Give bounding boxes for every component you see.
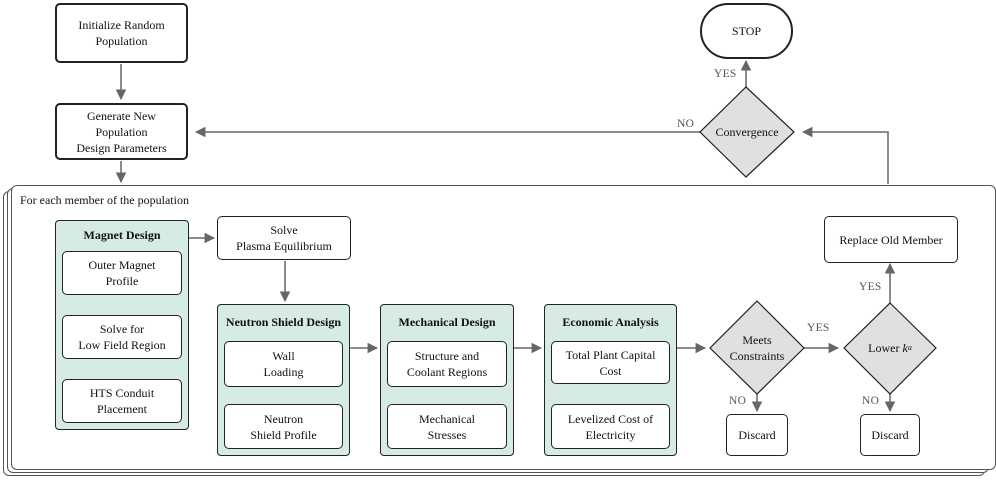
meets-constraints-diamond (709, 300, 805, 395)
neutron-shield-profile-box: Neutron Shield Profile (224, 404, 343, 449)
stop-terminal: STOP (700, 3, 793, 59)
convergence-diamond (699, 86, 795, 178)
convergence-label: Convergence (715, 125, 779, 139)
meets-constraints-label: Meets Constraints (729, 333, 785, 363)
lower-ka-diamond (843, 302, 937, 395)
lower-yes-label: YES (859, 281, 882, 293)
total-plant-capital-cost-box: Total Plant Capital Cost (551, 341, 670, 384)
discard-left-box: Discard (726, 414, 788, 456)
convergence-no-label: NO (677, 118, 695, 130)
edge-loop-to-convergence (801, 126, 889, 184)
solve-plasma-equilibrium-box: Solve Plasma Equilibrium (217, 216, 351, 260)
mechanical-design-title: Mechanical Design (398, 315, 496, 329)
solve-low-field-region-box: Solve for Low Field Region (62, 315, 182, 359)
lower-ka-prefix: Lower (868, 341, 903, 355)
neutron-shield-design-title: Neutron Shield Design (225, 315, 342, 329)
meets-yes-label: YES (807, 322, 830, 334)
wall-loading-box: Wall Loading (224, 341, 343, 387)
outer-magnet-profile-box: Outer Magnet Profile (62, 251, 182, 295)
lower-ka-variable: k (902, 341, 908, 355)
lower-no-label: NO (862, 395, 880, 407)
lower-ka-subscript: a (907, 343, 912, 352)
initialize-population-box: Initialize Random Population (55, 3, 188, 63)
replace-old-member-box: Replace Old Member (824, 216, 958, 263)
structure-coolant-regions-box: Structure and Coolant Regions (387, 341, 507, 387)
convergence-yes-label: YES (714, 68, 737, 80)
loop-label: For each member of the population (20, 193, 189, 207)
levelized-cost-electricity-box: Levelized Cost of Electricity (551, 404, 670, 449)
generate-population-box: Generate New Population Design Parameter… (55, 103, 188, 160)
meets-no-label: NO (729, 395, 747, 407)
discard-right-box: Discard (860, 414, 920, 456)
magnet-design-title: Magnet Design (83, 228, 161, 242)
hts-conduit-placement-box: HTS Conduit Placement (62, 379, 182, 423)
mechanical-stresses-box: Mechanical Stresses (387, 404, 507, 449)
economic-analysis-title: Economic Analysis (562, 315, 659, 329)
